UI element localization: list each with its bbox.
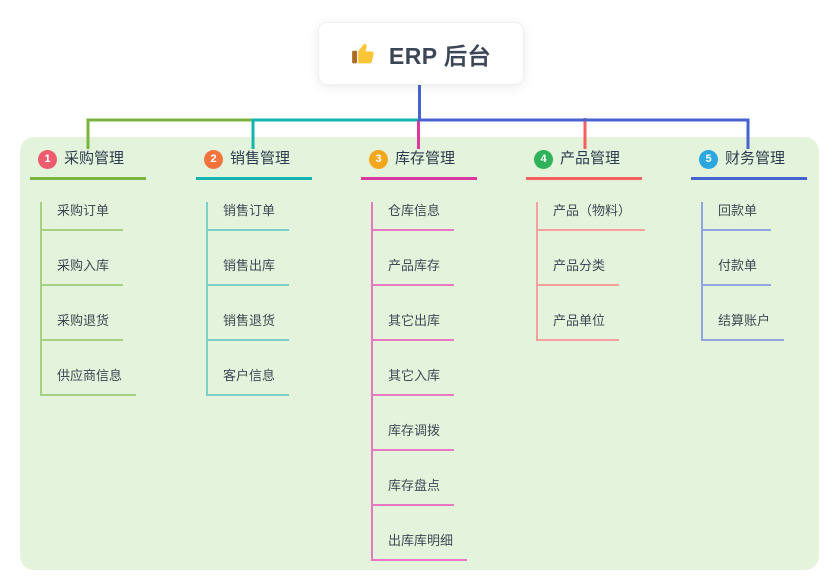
branch-number-badge: 3 bbox=[369, 149, 388, 169]
child-node[interactable]: 产品单位 bbox=[538, 312, 620, 341]
branch-inventory-header[interactable]: 3 库存管理 bbox=[361, 148, 477, 180]
branch-number-badge: 2 bbox=[204, 149, 223, 169]
root-node[interactable]: ERP 后台 bbox=[318, 22, 524, 85]
thumbs-up-icon bbox=[351, 43, 374, 64]
branch-product: 4 产品管理 产品（物料） 产品分类 产品单位 bbox=[526, 148, 646, 341]
branch-label: 销售管理 bbox=[230, 150, 291, 167]
branch-number-badge: 1 bbox=[38, 149, 57, 169]
child-node[interactable]: 产品（物料） bbox=[538, 202, 646, 231]
branch-sales-header[interactable]: 2 销售管理 bbox=[196, 148, 312, 180]
child-node[interactable]: 产品库存 bbox=[373, 257, 455, 286]
child-node[interactable]: 销售订单 bbox=[208, 202, 290, 231]
branch-purchase-children: 采购订单 采购入库 采购退货 供应商信息 bbox=[40, 202, 146, 396]
child-node[interactable]: 付款单 bbox=[703, 257, 772, 286]
child-node[interactable]: 采购订单 bbox=[42, 202, 124, 231]
branch-number-badge: 4 bbox=[534, 149, 553, 169]
branch-product-header[interactable]: 4 产品管理 bbox=[526, 148, 642, 180]
child-node[interactable]: 销售退货 bbox=[208, 312, 290, 341]
branch-sales: 2 销售管理 销售订单 销售出库 销售退货 客户信息 bbox=[196, 148, 312, 396]
child-node[interactable]: 库存调拨 bbox=[373, 422, 455, 451]
child-node[interactable]: 回款单 bbox=[703, 202, 772, 231]
child-node[interactable]: 仓库信息 bbox=[373, 202, 455, 231]
branch-inventory-children: 仓库信息 产品库存 其它出库 其它入库 库存调拨 库存盘点 出库库明细 bbox=[371, 202, 477, 561]
branch-label: 财务管理 bbox=[725, 150, 786, 167]
child-node[interactable]: 客户信息 bbox=[208, 367, 290, 396]
branches-panel bbox=[20, 137, 819, 570]
branch-label: 产品管理 bbox=[560, 150, 621, 167]
branch-finance-children: 回款单 付款单 结算账户 bbox=[701, 202, 807, 341]
branch-finance-header[interactable]: 5 财务管理 bbox=[691, 148, 807, 180]
child-node[interactable]: 产品分类 bbox=[538, 257, 620, 286]
child-node[interactable]: 结算账户 bbox=[703, 312, 785, 341]
child-node[interactable]: 采购退货 bbox=[42, 312, 124, 341]
root-node-title: ERP 后台 bbox=[388, 42, 492, 69]
child-node[interactable]: 其它入库 bbox=[373, 367, 455, 396]
branch-sales-children: 销售订单 销售出库 销售退货 客户信息 bbox=[206, 202, 312, 396]
child-node[interactable]: 销售出库 bbox=[208, 257, 290, 286]
branch-purchase: 1 采购管理 采购订单 采购入库 采购退货 供应商信息 bbox=[30, 148, 146, 396]
branch-finance: 5 财务管理 回款单 付款单 结算账户 bbox=[691, 148, 807, 341]
child-node[interactable]: 库存盘点 bbox=[373, 477, 455, 506]
child-node[interactable]: 其它出库 bbox=[373, 312, 455, 341]
branch-purchase-header[interactable]: 1 采购管理 bbox=[30, 148, 146, 180]
branch-inventory: 3 库存管理 仓库信息 产品库存 其它出库 其它入库 库存调拨 库存盘点 出库库… bbox=[361, 148, 477, 561]
branch-label: 采购管理 bbox=[64, 150, 125, 167]
branch-product-children: 产品（物料） 产品分类 产品单位 bbox=[536, 202, 646, 341]
child-node[interactable]: 采购入库 bbox=[42, 257, 124, 286]
branch-label: 库存管理 bbox=[395, 150, 456, 167]
child-node[interactable]: 出库库明细 bbox=[373, 532, 468, 561]
branch-number-badge: 5 bbox=[699, 149, 718, 169]
child-node[interactable]: 供应商信息 bbox=[42, 367, 137, 396]
